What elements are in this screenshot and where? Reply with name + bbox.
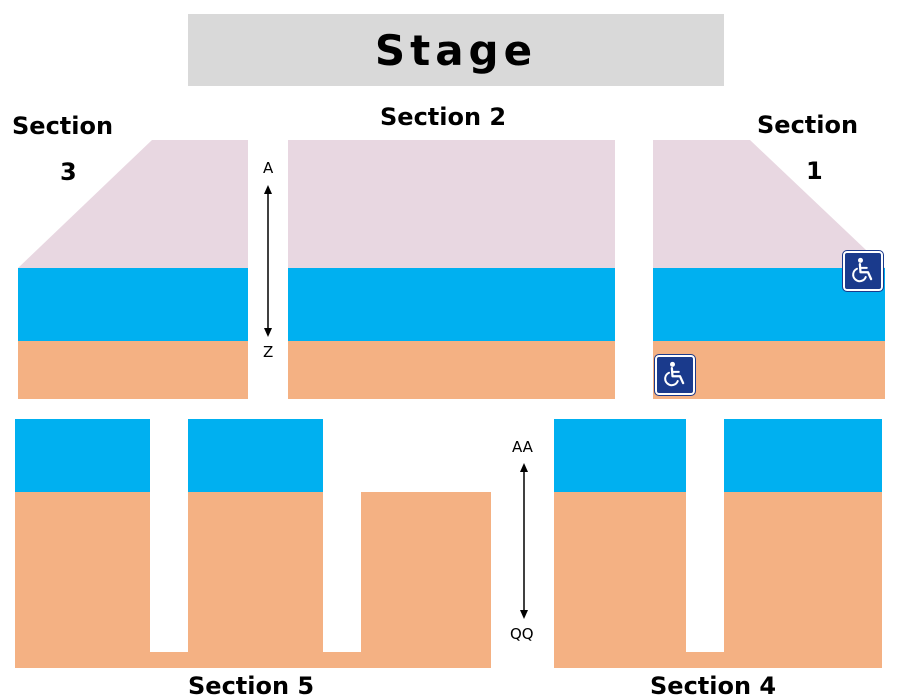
section-2-blocks xyxy=(288,140,615,399)
section-4-middle-tier-right[interactable] xyxy=(724,419,882,492)
row-end-label: Z xyxy=(263,343,274,361)
section-4-back-tier[interactable] xyxy=(554,492,882,668)
section-4-label: Section 4 xyxy=(650,672,777,700)
section-1-front-tier[interactable] xyxy=(653,140,885,268)
section-5-label: Section 5 xyxy=(188,672,315,700)
row-start-label: A xyxy=(263,159,274,177)
section-2-back-tier[interactable] xyxy=(288,341,615,399)
stage-label: Stage xyxy=(374,25,538,75)
section-3-front-tier[interactable] xyxy=(18,140,248,268)
section-1-blocks xyxy=(653,140,885,399)
section-1-label-line1: Section xyxy=(757,111,859,139)
section-3-blocks xyxy=(18,140,248,399)
section-1-label-line2: 1 xyxy=(806,157,823,185)
accessible-seating-badge xyxy=(654,354,696,396)
wheelchair-icon xyxy=(852,257,873,283)
row-start-label-lower: AA xyxy=(512,438,533,456)
section-3-back-tier[interactable] xyxy=(18,341,248,399)
section-2-middle-tier[interactable] xyxy=(288,268,615,341)
section-4-blocks xyxy=(554,419,882,668)
section-2-label: Section 2 xyxy=(380,103,507,131)
section-5-middle-tier-center[interactable] xyxy=(188,419,323,492)
accessible-seating-badge xyxy=(842,250,884,292)
section-2-front-tier[interactable] xyxy=(288,140,615,268)
section-3-middle-tier[interactable] xyxy=(18,268,248,341)
section-5-blocks xyxy=(15,419,491,668)
row-end-label-lower: QQ xyxy=(510,625,534,643)
row-range-arrow-upper xyxy=(264,185,272,337)
section-5-middle-tier-left[interactable] xyxy=(15,419,150,492)
row-range-arrow-lower xyxy=(520,463,528,619)
section-5-back-tier[interactable] xyxy=(15,492,491,668)
section-4-middle-tier-left[interactable] xyxy=(554,419,686,492)
stage-area: Stage xyxy=(188,14,724,86)
wheelchair-icon xyxy=(664,361,685,387)
section-3-label-line2: 3 xyxy=(60,158,77,186)
section-3-label-line1: Section xyxy=(12,112,114,140)
